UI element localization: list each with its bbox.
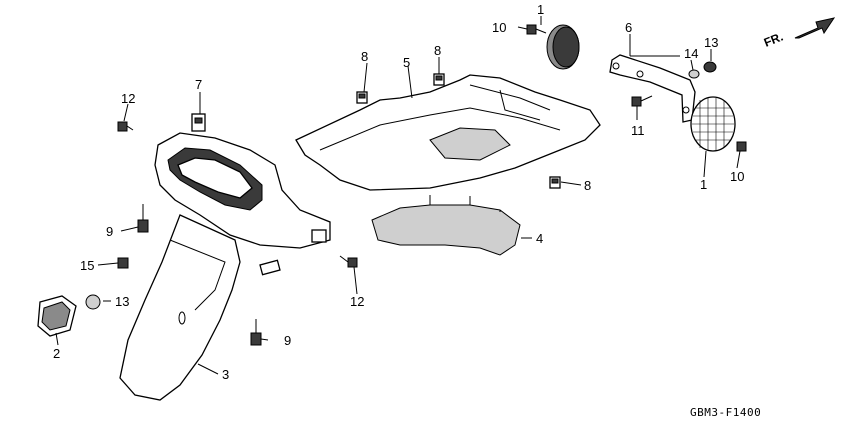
callout-labels: 10 1 6 14 13 8 8 5 7 12 11 1 10 8 9 4 15… [53, 2, 744, 382]
drawing-code: GBM3-F1400 [690, 406, 761, 419]
callout-12-lower: 12 [350, 294, 364, 309]
part-14-washer [688, 69, 700, 79]
part-9-screw-lower [250, 319, 262, 346]
tail-housing [154, 132, 331, 249]
part-8-clip-c [549, 176, 561, 189]
callout-9-upper: 9 [106, 224, 113, 239]
part-8-clip-b [433, 73, 445, 86]
part-12-bolt-upper [117, 121, 134, 132]
part-15-bolt [117, 257, 129, 269]
front-direction-indicator: FR. [762, 17, 836, 50]
front-arrow-icon [794, 17, 836, 39]
callout-13-upper: 13 [704, 35, 718, 50]
front-direction-label: FR. [762, 30, 785, 50]
callout-3: 3 [222, 367, 229, 382]
callout-11: 11 [631, 123, 645, 138]
part-12-bolt-lower [339, 255, 358, 268]
callout-10-upper: 10 [492, 20, 506, 35]
callout-14: 14 [684, 46, 698, 61]
part-4-rubber-flap [371, 195, 521, 256]
leader-lines [55, 16, 741, 375]
part-1-cover-disc [546, 24, 580, 70]
callout-8-c: 8 [584, 178, 591, 193]
part-7-clip [191, 113, 206, 132]
callout-4: 4 [536, 231, 543, 246]
part-5-inner-tray [295, 74, 601, 191]
callout-9-lower: 9 [284, 333, 291, 348]
part-6-bracket [609, 54, 696, 123]
callout-6: 6 [625, 20, 632, 35]
callout-2: 2 [53, 346, 60, 361]
part-8-clip-a [356, 91, 368, 104]
callout-7: 7 [195, 77, 202, 92]
part-10-screw-lower [736, 141, 747, 152]
part-10-screw-upper [526, 24, 547, 35]
callout-1-upper: 1 [537, 2, 544, 17]
part-2-license-light [37, 295, 77, 337]
part-1-reflector-mesh [690, 96, 736, 152]
part-13-nut-lower [85, 294, 101, 310]
callout-8-b: 8 [434, 43, 441, 58]
callout-10-lower: 10 [730, 169, 744, 184]
callout-8-a: 8 [361, 49, 368, 64]
part-13-nut-upper [703, 61, 717, 73]
callout-12-upper: 12 [121, 91, 135, 106]
callout-5: 5 [403, 55, 410, 70]
callout-1-lower: 1 [700, 177, 707, 192]
part-9-screw-upper [137, 204, 149, 233]
callout-13-lower: 13 [115, 294, 129, 309]
part-3-rear-fender [119, 214, 281, 401]
callout-15: 15 [80, 258, 94, 273]
part-11-bolt [631, 95, 653, 107]
